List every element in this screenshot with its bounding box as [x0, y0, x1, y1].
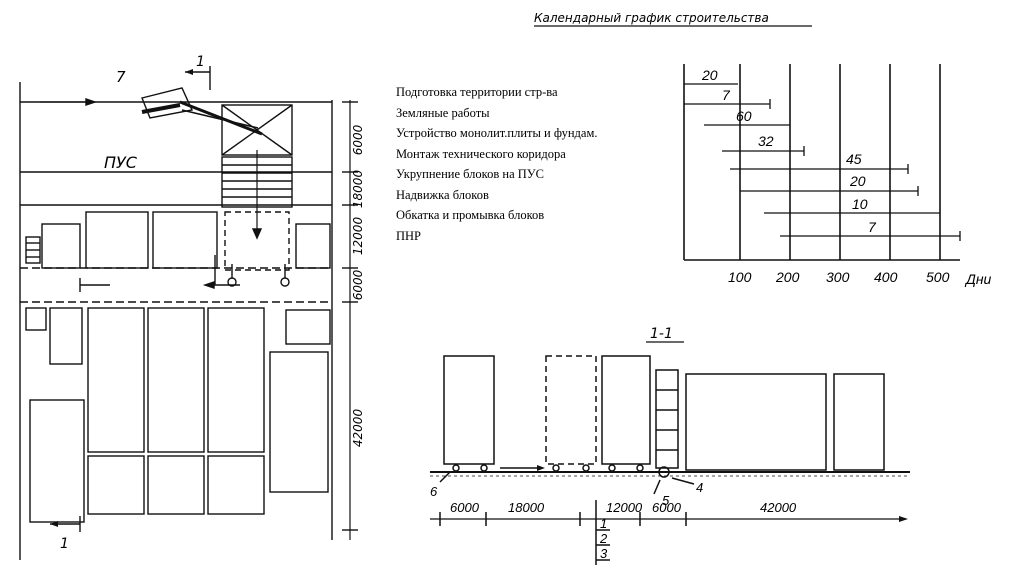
section-block — [443, 355, 495, 465]
task-duration: 7 — [722, 87, 731, 103]
section-building — [833, 373, 885, 471]
plan-block — [29, 399, 85, 523]
plan-small-unit — [25, 307, 47, 331]
section-label: 3 — [600, 546, 608, 561]
section-label: 2 — [599, 531, 608, 546]
task-name: ПНР — [396, 229, 421, 243]
plan-block — [49, 307, 83, 365]
section-building — [685, 373, 827, 471]
plan-block — [87, 307, 145, 453]
section-labels: 6 4 5 1 2 3 — [430, 480, 703, 561]
plan-block — [147, 455, 205, 515]
plan-block — [85, 211, 149, 269]
axis-tick-label: 100 — [728, 269, 752, 285]
axis-tick-label: 400 — [874, 269, 898, 285]
plan-dim: 12000 — [351, 217, 365, 256]
section-dim: 6000 — [652, 500, 682, 515]
task-durations: 20 7 60 32 45 20 10 7 — [701, 67, 877, 235]
section-title: 1-1 — [650, 326, 673, 342]
task-duration: 20 — [849, 173, 866, 189]
plan-dim: 42000 — [351, 409, 365, 448]
plan-block — [147, 307, 205, 453]
section-block-dashed — [545, 355, 597, 465]
section-dims: 6000 18000 12000 6000 42000 — [450, 500, 797, 515]
pus-label: ПУС — [104, 153, 138, 172]
winch-icon — [658, 466, 670, 478]
plan-block — [152, 211, 218, 269]
axis-tick-label: 300 — [826, 269, 850, 285]
task-duration: 45 — [846, 151, 862, 167]
axis-tick-label: 500 — [926, 269, 950, 285]
plan-block — [269, 351, 329, 493]
section-mark-top: 1 — [196, 54, 205, 70]
section-dim: 12000 — [606, 500, 643, 515]
plan-block — [207, 455, 265, 515]
plan-block — [41, 223, 81, 269]
section-mark-bottom: 1 — [60, 536, 69, 552]
plan-dim: 6000 — [351, 269, 365, 300]
section-dim: 42000 — [760, 500, 797, 515]
task-name: Земляные работы — [396, 106, 490, 120]
task-name: Подготовка территории стр-ва — [396, 85, 558, 99]
task-duration: 10 — [852, 196, 868, 212]
site-plan — [19, 66, 358, 560]
plan-block — [285, 309, 331, 345]
plan-dim: 6000 — [351, 124, 365, 155]
technical-corridor — [655, 369, 679, 469]
section-dim: 6000 — [450, 500, 480, 515]
plan-block — [87, 455, 145, 515]
task-duration: 60 — [736, 108, 752, 124]
schedule-title: Календарный график строительства — [534, 11, 769, 25]
task-duration: 7 — [868, 219, 877, 235]
arrow-head-icon — [85, 98, 98, 106]
task-list: Подготовка территории стр-ва Земляные ра… — [396, 85, 598, 243]
section-label: 1 — [600, 516, 607, 531]
section-label: 4 — [696, 480, 703, 495]
section-dim: 18000 — [508, 500, 545, 515]
gantt-chart — [683, 64, 961, 261]
plan-block — [207, 307, 265, 453]
section-label: 5 — [662, 493, 670, 508]
task-duration: 32 — [758, 133, 774, 149]
task-name: Устройство монолит.плиты и фундам. — [396, 126, 598, 140]
task-name: Монтаж технического коридора — [396, 147, 566, 161]
axis-tick-label: 200 — [775, 269, 800, 285]
plan-block — [295, 223, 331, 269]
section-view — [430, 355, 910, 565]
task-name: Укрупнение блоков на ПУС — [396, 167, 544, 181]
task-duration: 20 — [701, 67, 718, 83]
task-name: Обкатка и промывка блоков — [396, 208, 544, 222]
task-name: Надвижка блоков — [396, 188, 489, 202]
section-block — [601, 355, 651, 465]
section-label: 6 — [430, 484, 438, 499]
crane-label: 7 — [116, 68, 126, 86]
plan-dim: 18000 — [351, 170, 365, 209]
gantt-axis-labels: 100 200 300 400 500 Дни — [728, 269, 992, 287]
axis-unit-label: Дни — [964, 271, 992, 287]
